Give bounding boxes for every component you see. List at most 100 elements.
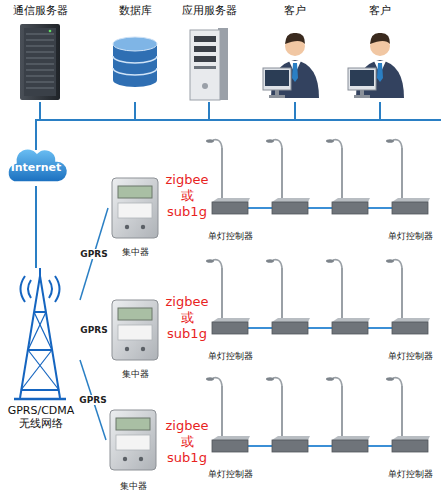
tower-icon-part bbox=[21, 389, 59, 391]
concentrator-icon-part bbox=[116, 435, 150, 450]
concentrator-icon-part bbox=[116, 418, 150, 430]
street-lamp-part bbox=[393, 378, 402, 386]
street-lamp-part bbox=[281, 268, 283, 324]
controller-link bbox=[368, 445, 392, 447]
controller-box bbox=[212, 440, 248, 452]
controller-box bbox=[392, 318, 430, 322]
network-link bbox=[35, 186, 37, 268]
network-link bbox=[36, 102, 135, 150]
street-lamp-part bbox=[266, 377, 274, 381]
street-lamp-part bbox=[221, 148, 223, 204]
device-node: 集中器 bbox=[108, 298, 162, 382]
cloud-icon-part bbox=[8, 149, 68, 182]
database-icon-part bbox=[113, 68, 157, 75]
lamp-row bbox=[206, 139, 430, 214]
street-lamp bbox=[326, 377, 370, 452]
protocol-note: zigbee 或 sub1g bbox=[163, 418, 211, 466]
server-icon bbox=[20, 24, 60, 100]
node-label: 客户 bbox=[284, 4, 306, 17]
node-label: 通信服务器 bbox=[13, 4, 68, 17]
street-lamp bbox=[326, 259, 370, 334]
street-lamp-part bbox=[393, 260, 402, 268]
controller-link bbox=[248, 445, 272, 447]
tower-icon-part bbox=[21, 350, 52, 390]
street-lamp-part bbox=[386, 377, 394, 381]
street-lamp-part bbox=[401, 148, 403, 204]
client-icon-part bbox=[360, 90, 364, 95]
tower-icon bbox=[14, 268, 66, 399]
node-label: 单灯控制器 bbox=[208, 231, 253, 242]
controller-box bbox=[212, 318, 250, 322]
app-server-icon-part bbox=[194, 56, 216, 62]
controller-box bbox=[332, 198, 370, 202]
protocol-note: zigbee 或 sub1g bbox=[163, 294, 211, 342]
controller-link bbox=[248, 327, 272, 329]
protocol-note-holder: zigbee 或 sub1g bbox=[163, 172, 211, 220]
node-label: 单灯控制器 bbox=[388, 231, 433, 242]
street-lamp-part bbox=[213, 378, 222, 386]
node-label: 客户 bbox=[369, 4, 391, 17]
controller-box bbox=[272, 322, 308, 334]
device-node: Internet bbox=[5, 150, 67, 186]
device-node: 单灯控制器 bbox=[202, 316, 258, 364]
client-icon bbox=[263, 33, 319, 98]
protocol-note: zigbee 或 sub1g bbox=[163, 172, 211, 220]
concentrator-icon bbox=[110, 410, 156, 470]
device-node: 集中器 bbox=[106, 408, 160, 494]
server-icon-part bbox=[26, 52, 54, 53]
controller-box bbox=[212, 436, 250, 440]
street-lamp-part bbox=[266, 139, 274, 143]
street-lamp-part bbox=[213, 260, 222, 268]
app-server-icon-part bbox=[194, 46, 216, 52]
tower-icon-part bbox=[40, 276, 60, 398]
app-server-icon-part bbox=[202, 83, 208, 89]
controller-box bbox=[272, 440, 308, 452]
street-lamp-part bbox=[273, 378, 282, 386]
server-icon-part bbox=[26, 58, 54, 59]
street-lamp-part bbox=[206, 139, 214, 143]
app-server-icon-part bbox=[194, 36, 216, 42]
device-node: 单灯控制器 bbox=[202, 434, 258, 482]
street-lamp-part bbox=[333, 378, 342, 386]
controller-box bbox=[332, 436, 370, 440]
concentrator-icon-part bbox=[125, 347, 129, 351]
client-icon-part bbox=[265, 70, 289, 86]
device-node: 单灯控制器 bbox=[202, 196, 258, 244]
server-icon-part bbox=[26, 46, 54, 47]
app-server-icon-part bbox=[190, 30, 220, 100]
street-lamp-part bbox=[386, 139, 394, 143]
concentrator-icon-part bbox=[139, 457, 143, 461]
controller-box bbox=[272, 198, 310, 202]
street-lamp-part bbox=[281, 148, 283, 204]
server-icon-part bbox=[20, 24, 60, 100]
street-lamp bbox=[266, 259, 310, 334]
node-label: GPRS/CDMA 无线网络 bbox=[5, 404, 77, 430]
controller-box bbox=[332, 322, 368, 334]
tower-icon-part bbox=[28, 280, 31, 298]
node-label: 单灯控制器 bbox=[208, 469, 253, 480]
server-icon-part bbox=[26, 88, 54, 89]
protocol-note-holder: zigbee 或 sub1g bbox=[163, 418, 211, 466]
node-label: 单灯控制器 bbox=[388, 351, 433, 362]
database-icon-part bbox=[113, 56, 157, 63]
street-lamp-part bbox=[401, 386, 403, 442]
cloud-icon bbox=[8, 149, 68, 182]
concentrator-icon-part bbox=[118, 308, 152, 320]
tower-icon-part bbox=[28, 350, 59, 390]
controller-link bbox=[368, 207, 392, 209]
client-icon-part bbox=[285, 33, 305, 44]
concentrator-icon-part bbox=[110, 410, 156, 470]
server-icon-part bbox=[26, 70, 54, 71]
controller-link bbox=[308, 327, 332, 329]
node-label: 集中器 bbox=[122, 247, 149, 258]
concentrator-icon-part bbox=[118, 203, 152, 218]
device-node: 应用服务器 bbox=[178, 4, 240, 102]
controller-box bbox=[212, 322, 248, 334]
street-lamp-part bbox=[273, 260, 282, 268]
street-lamp-part bbox=[333, 140, 342, 148]
concentrator-icon-part bbox=[112, 300, 158, 360]
device-node: 数据库 bbox=[105, 4, 165, 102]
server-icon-part bbox=[26, 64, 54, 65]
street-lamp bbox=[206, 139, 250, 214]
